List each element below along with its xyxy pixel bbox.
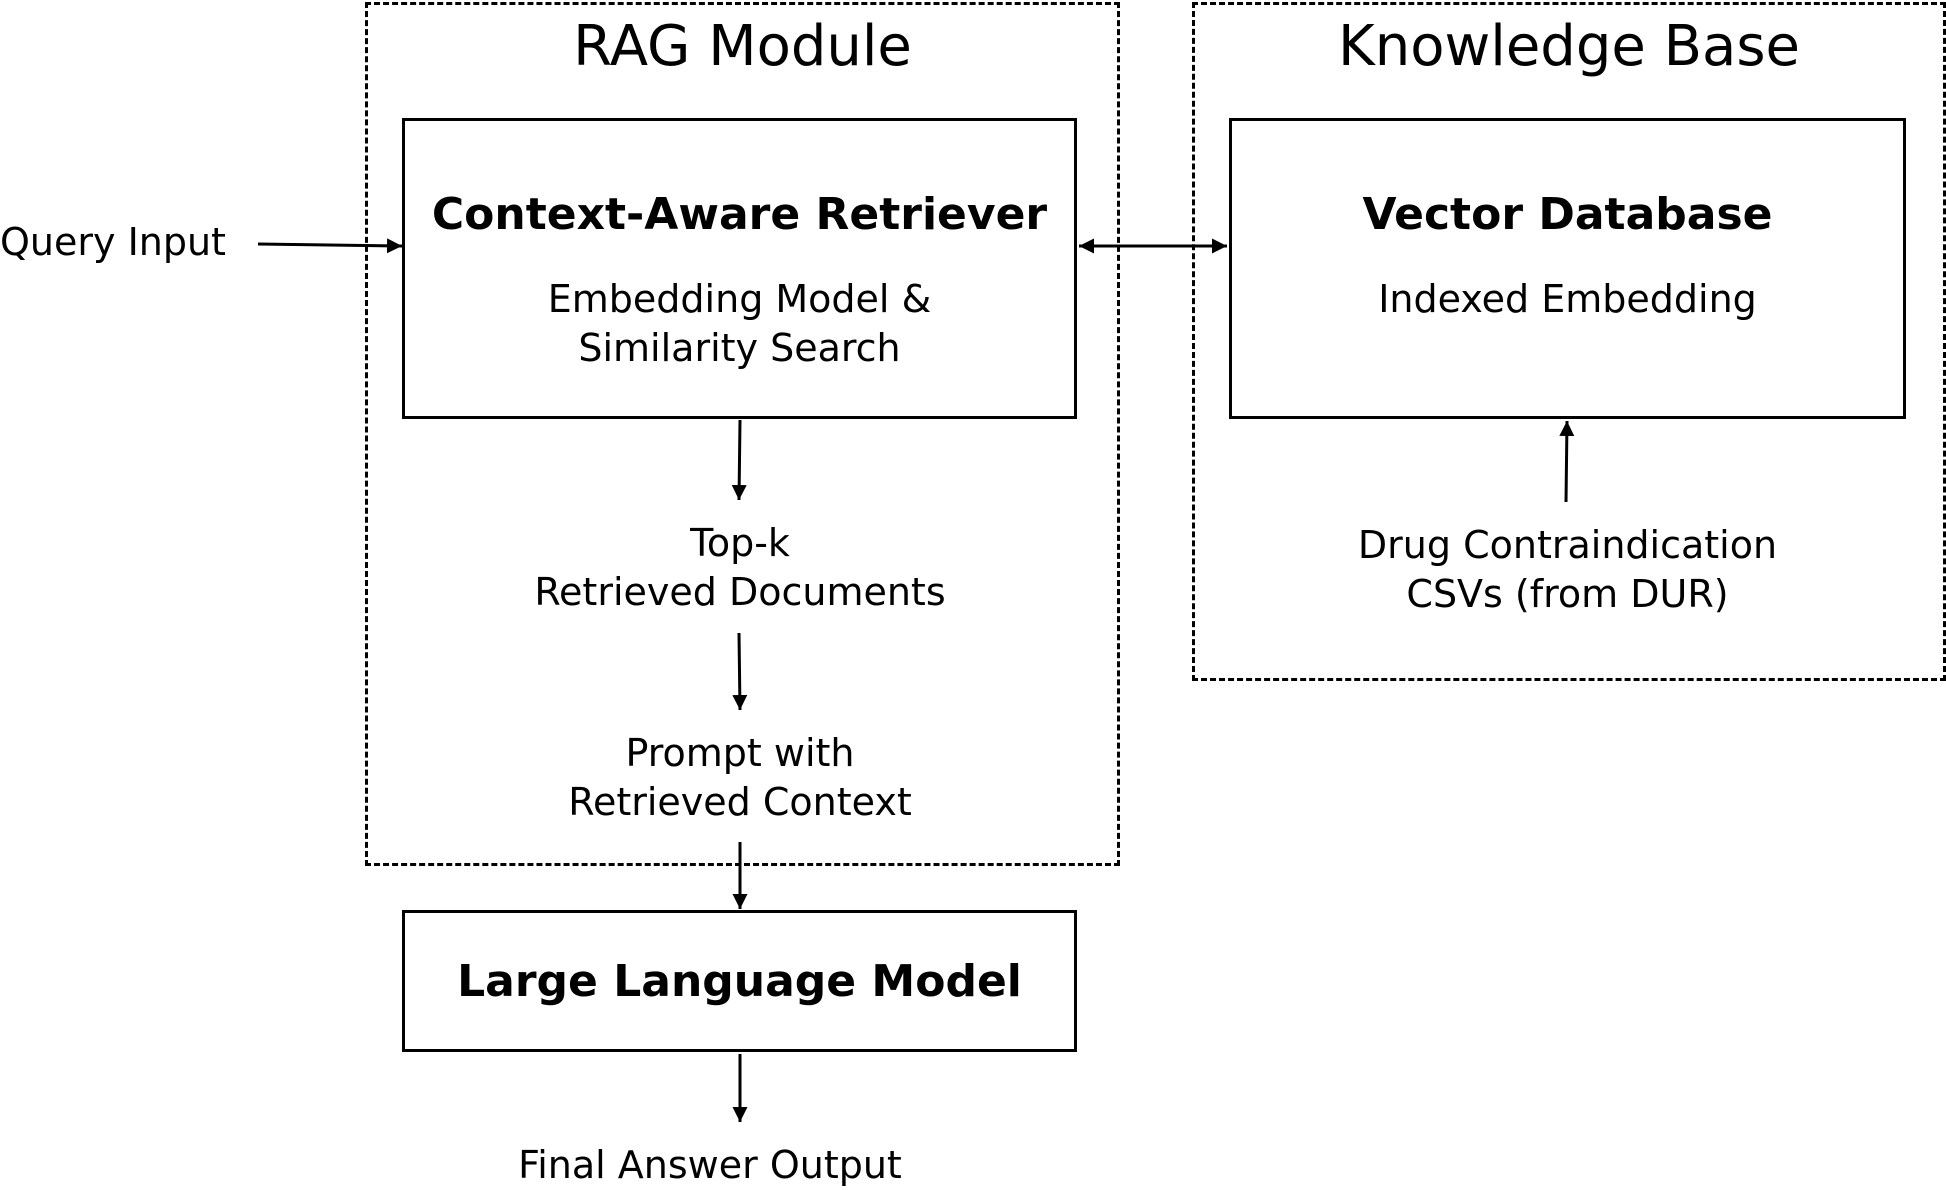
final-output-text: Final Answer Output	[518, 1143, 902, 1187]
llm-title: Large Language Model	[457, 956, 1022, 1007]
retriever-title: Context-Aware Retriever	[431, 189, 1048, 240]
knowledge-base-title: Knowledge Base	[1338, 14, 1800, 79]
query-input-label: Query Input	[0, 218, 230, 267]
final-answer-output-label: Final Answer Output	[470, 1141, 950, 1190]
vector-database-box: Vector Database Indexed Embedding	[1229, 118, 1906, 419]
retriever-subtitle-line: Embedding Model &	[547, 277, 932, 321]
drug-csvs-line: Drug Contraindication	[1357, 523, 1778, 567]
knowledge-base-group: Knowledge Base	[1192, 2, 1946, 681]
prompt-line: Retrieved Context	[568, 780, 912, 824]
large-language-model-box: Large Language Model	[402, 910, 1077, 1052]
rag-module-title: RAG Module	[573, 14, 912, 79]
rag-module-group: RAG Module	[365, 2, 1120, 866]
drug-csvs-line: CSVs (from DUR)	[1406, 572, 1729, 616]
vector-db-subtitle: Indexed Embedding	[1232, 275, 1903, 324]
arrow-csvs-to-vector-db	[1559, 420, 1575, 503]
top-k-label: Top-k Retrieved Documents	[480, 519, 1000, 617]
arrow-retriever-to-topk	[731, 419, 747, 501]
context-aware-retriever-box: Context-Aware Retriever Embedding Model …	[402, 118, 1077, 419]
prompt-line: Prompt with	[625, 731, 855, 775]
prompt-label: Prompt with Retrieved Context	[480, 729, 1000, 827]
vector-db-title: Vector Database	[1362, 189, 1773, 240]
top-k-line: Retrieved Documents	[534, 570, 946, 614]
retriever-subtitle: Embedding Model & Similarity Search	[405, 275, 1074, 373]
arrow-topk-to-prompt	[732, 632, 748, 711]
query-input-text: Query Input	[0, 220, 226, 264]
vector-db-subtitle-line: Indexed Embedding	[1378, 277, 1757, 321]
drug-csvs-label: Drug Contraindication CSVs (from DUR)	[1290, 521, 1845, 619]
arrow-query-to-retriever	[257, 238, 403, 254]
retriever-subtitle-line: Similarity Search	[578, 326, 901, 370]
top-k-line: Top-k	[690, 521, 790, 565]
